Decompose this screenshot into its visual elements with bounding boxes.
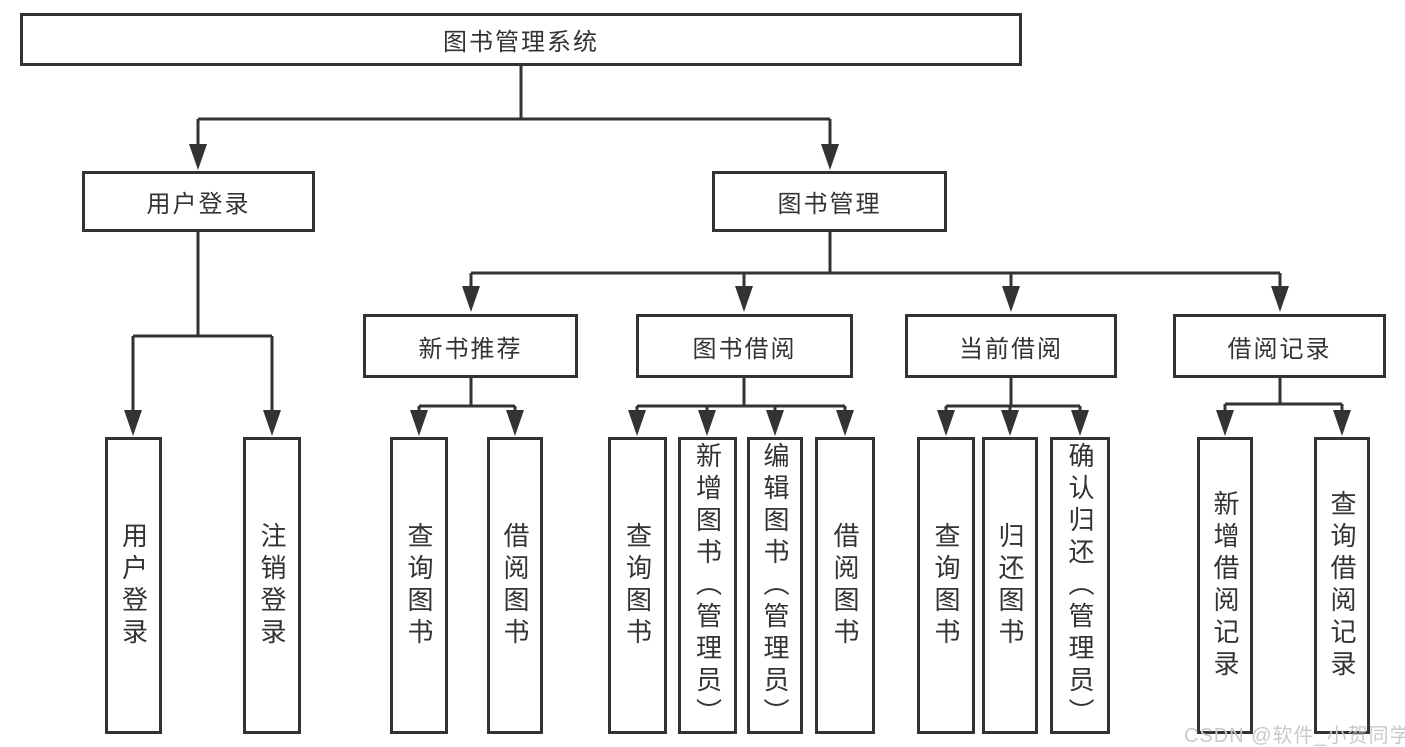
node-query-books-recommend: 查询图书 bbox=[390, 437, 448, 734]
node-logout-leaf: 注销登录 bbox=[243, 437, 301, 734]
node-user-login-leaf: 用户登录 bbox=[105, 437, 162, 734]
node-return-books: 归还图书 bbox=[982, 437, 1038, 734]
node-book-borrowing: 图书借阅 bbox=[636, 314, 853, 378]
node-query-borrow-record: 查询借阅记录 bbox=[1314, 437, 1370, 734]
node-add-book-admin: 新增图书（管理员） bbox=[678, 437, 737, 734]
node-user-login: 用户登录 bbox=[82, 171, 315, 232]
node-confirm-return-admin: 确认归还（管理员） bbox=[1050, 437, 1110, 734]
node-current-borrowing: 当前借阅 bbox=[905, 314, 1117, 378]
node-query-books-borrowing: 查询图书 bbox=[608, 437, 667, 734]
node-library-system: 图书管理系统 bbox=[20, 13, 1022, 66]
node-new-book-recommendation: 新书推荐 bbox=[363, 314, 578, 378]
node-edit-book-admin: 编辑图书（管理员） bbox=[747, 437, 803, 734]
node-borrow-books-borrowing: 借阅图书 bbox=[815, 437, 875, 734]
node-borrow-books-recommend: 借阅图书 bbox=[487, 437, 543, 734]
node-book-management: 图书管理 bbox=[712, 171, 947, 232]
node-query-books-current: 查询图书 bbox=[917, 437, 975, 734]
csdn-watermark: CSDN @软件_小贺同学 bbox=[1184, 725, 1405, 747]
node-add-borrow-record: 新增借阅记录 bbox=[1197, 437, 1253, 734]
node-borrowing-records: 借阅记录 bbox=[1173, 314, 1386, 378]
